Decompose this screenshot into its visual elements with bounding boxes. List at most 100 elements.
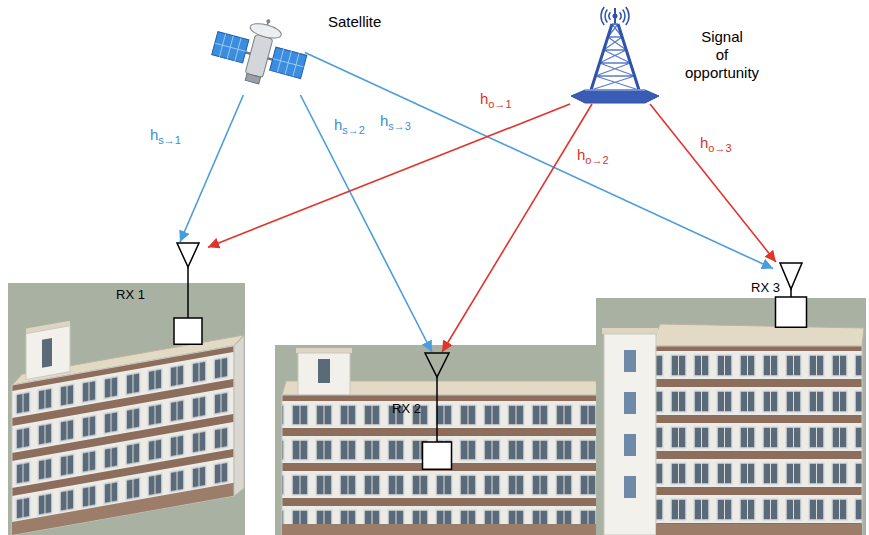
channel-symbol: h	[334, 116, 342, 133]
panel-grid	[270, 47, 307, 78]
facade	[656, 346, 862, 535]
facade	[282, 395, 598, 535]
channel-label-anchor: hs→2	[334, 116, 365, 139]
channel-arrow	[442, 104, 592, 352]
connector-group	[180, 53, 776, 353]
channel-subscript: s→3	[388, 120, 411, 132]
tower-window	[624, 392, 636, 414]
building-facade	[12, 290, 244, 535]
left-building	[8, 283, 245, 535]
antenna-node: RX 1	[168, 242, 208, 345]
channel-label-anchor: hs→3	[380, 112, 411, 135]
channel-arrow	[208, 104, 570, 247]
tower-emitter	[613, 14, 618, 19]
channel-label-anchor: ho→1	[480, 90, 512, 113]
channel-subscript: o→3	[708, 142, 731, 154]
tower-icon	[571, 7, 659, 103]
channel-subscript: o→2	[585, 154, 608, 166]
channel-label-anchor: hs→1	[150, 126, 181, 149]
node-label: RX 2	[392, 400, 421, 418]
antenna-symbol	[780, 263, 802, 289]
satellite-icon	[208, 7, 314, 94]
signal-wave	[623, 10, 625, 23]
stone-base	[282, 524, 598, 535]
tower-base	[571, 90, 659, 103]
antenna-mast	[790, 289, 792, 297]
stone-base	[656, 524, 862, 535]
antenna-mast	[187, 267, 189, 318]
tower-block-cap	[602, 328, 658, 334]
satellite-base	[245, 74, 260, 84]
signal-wave	[609, 12, 610, 20]
solar-panel	[212, 32, 249, 63]
stair-window	[42, 338, 52, 368]
satellite-shape	[213, 10, 305, 95]
tower-legs	[591, 24, 639, 90]
tower-block	[604, 334, 656, 535]
tower-window	[624, 476, 636, 498]
satellite-body	[245, 34, 273, 77]
tower-node: Signal of opportunity	[565, 4, 665, 104]
node-label: Satellite	[328, 13, 381, 31]
signal-wave	[620, 12, 621, 20]
antenna-shape	[420, 352, 454, 470]
channel-subscript: s→2	[342, 124, 365, 136]
receiver-box	[174, 318, 202, 344]
solar-panel	[270, 47, 307, 78]
node-label: RX 3	[751, 279, 780, 297]
stone-base	[12, 483, 234, 535]
channel-subscript: o→1	[488, 98, 511, 110]
channel-label: ho→1	[480, 90, 512, 113]
channel-label: hs→2	[334, 116, 365, 139]
facade	[12, 346, 234, 535]
signal-wave	[626, 7, 629, 25]
channel-label-anchor: ho→2	[577, 146, 609, 169]
channel-label: hs→3	[380, 112, 411, 135]
tower-base-edge	[585, 89, 645, 91]
antenna-symbol	[425, 353, 449, 377]
channel-arrow	[180, 95, 243, 242]
satellite-node: Satellite	[213, 10, 305, 95]
node-label: Signal of opportunity	[674, 28, 770, 82]
tower-window	[624, 434, 636, 456]
stair-window	[318, 359, 330, 383]
tower-shape	[565, 4, 665, 104]
channel-symbol: h	[577, 146, 585, 163]
receiver-box	[423, 442, 452, 469]
panel-grid	[212, 32, 249, 63]
right-building	[596, 298, 866, 535]
channel-symbol: h	[380, 112, 388, 129]
stair-tower	[298, 353, 350, 395]
signal-wave	[601, 7, 604, 25]
channel-arrow	[650, 104, 776, 262]
channel-symbol: h	[700, 134, 708, 151]
antenna-shape	[168, 242, 208, 345]
node-label: RX 1	[116, 286, 145, 304]
tower-window	[624, 350, 636, 372]
stair-tower	[26, 326, 70, 380]
tower-bracing	[591, 24, 639, 90]
channel-label-anchor: ho→3	[700, 134, 732, 157]
channel-label: hs→1	[150, 126, 181, 149]
stair-tower-cap	[296, 348, 352, 353]
channel-symbol: h	[480, 90, 488, 107]
image-ground	[596, 298, 866, 535]
image-ground	[8, 283, 245, 535]
middle-building	[275, 345, 600, 535]
channel-arrow	[300, 95, 432, 352]
antenna-node: RX 2	[420, 352, 454, 470]
satellite-dish	[249, 21, 283, 41]
antenna-symbol	[177, 243, 199, 267]
channel-label: ho→2	[577, 146, 609, 169]
roof	[652, 324, 864, 346]
channel-subscript: s→1	[158, 134, 181, 146]
channel-label: ho→3	[700, 134, 732, 157]
signal-wave	[605, 10, 607, 23]
dish-feed-head	[266, 19, 271, 24]
end-wall	[234, 336, 244, 496]
image-ground	[275, 345, 600, 535]
channel-arrow	[305, 53, 773, 269]
receiver-box	[776, 297, 807, 327]
antenna-node: RX 3	[773, 262, 809, 328]
